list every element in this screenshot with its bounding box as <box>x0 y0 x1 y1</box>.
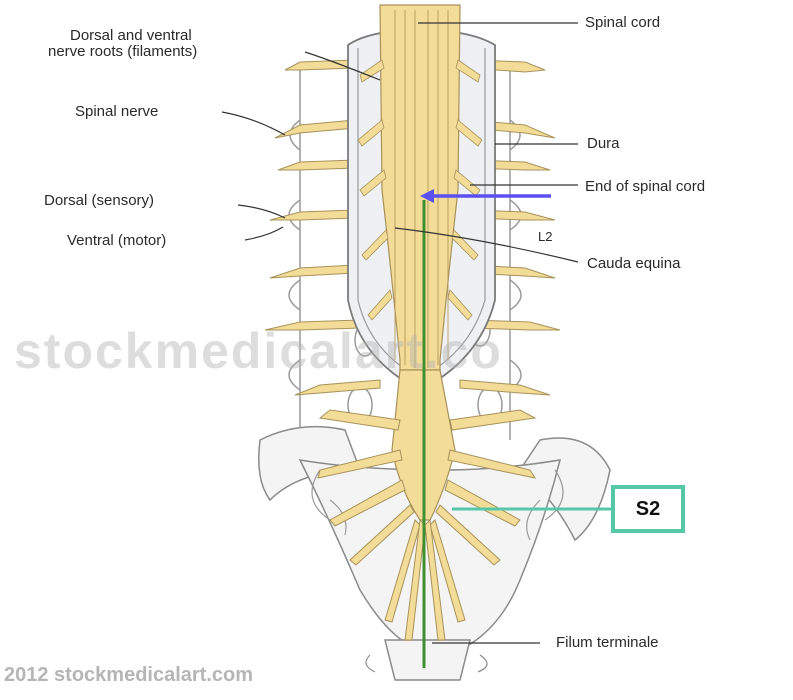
label-filum-terminale: Filum terminale <box>556 635 659 651</box>
label-l2: L2 <box>538 229 552 245</box>
label-ventral-motor: Ventral (motor) <box>67 233 166 249</box>
watermark-footer: 2012 stockmedicalart.com <box>4 664 253 687</box>
watermark-center: stockmedicalart.co <box>14 322 503 380</box>
s2-annotation-box: S2 <box>611 485 685 533</box>
label-spinal-nerve: Spinal nerve <box>75 104 158 120</box>
label-dorsal-sensory: Dorsal (sensory) <box>44 193 154 209</box>
s2-label: S2 <box>636 498 660 521</box>
label-roots-line1: Dorsal and ventral <box>70 28 192 44</box>
label-roots-line2: nerve roots (filaments) <box>48 44 197 60</box>
label-dura: Dura <box>587 136 620 152</box>
label-end-of-spinal-cord: End of spinal cord <box>585 179 705 195</box>
label-cauda-equina: Cauda equina <box>587 256 680 272</box>
label-spinal-cord: Spinal cord <box>585 15 660 31</box>
